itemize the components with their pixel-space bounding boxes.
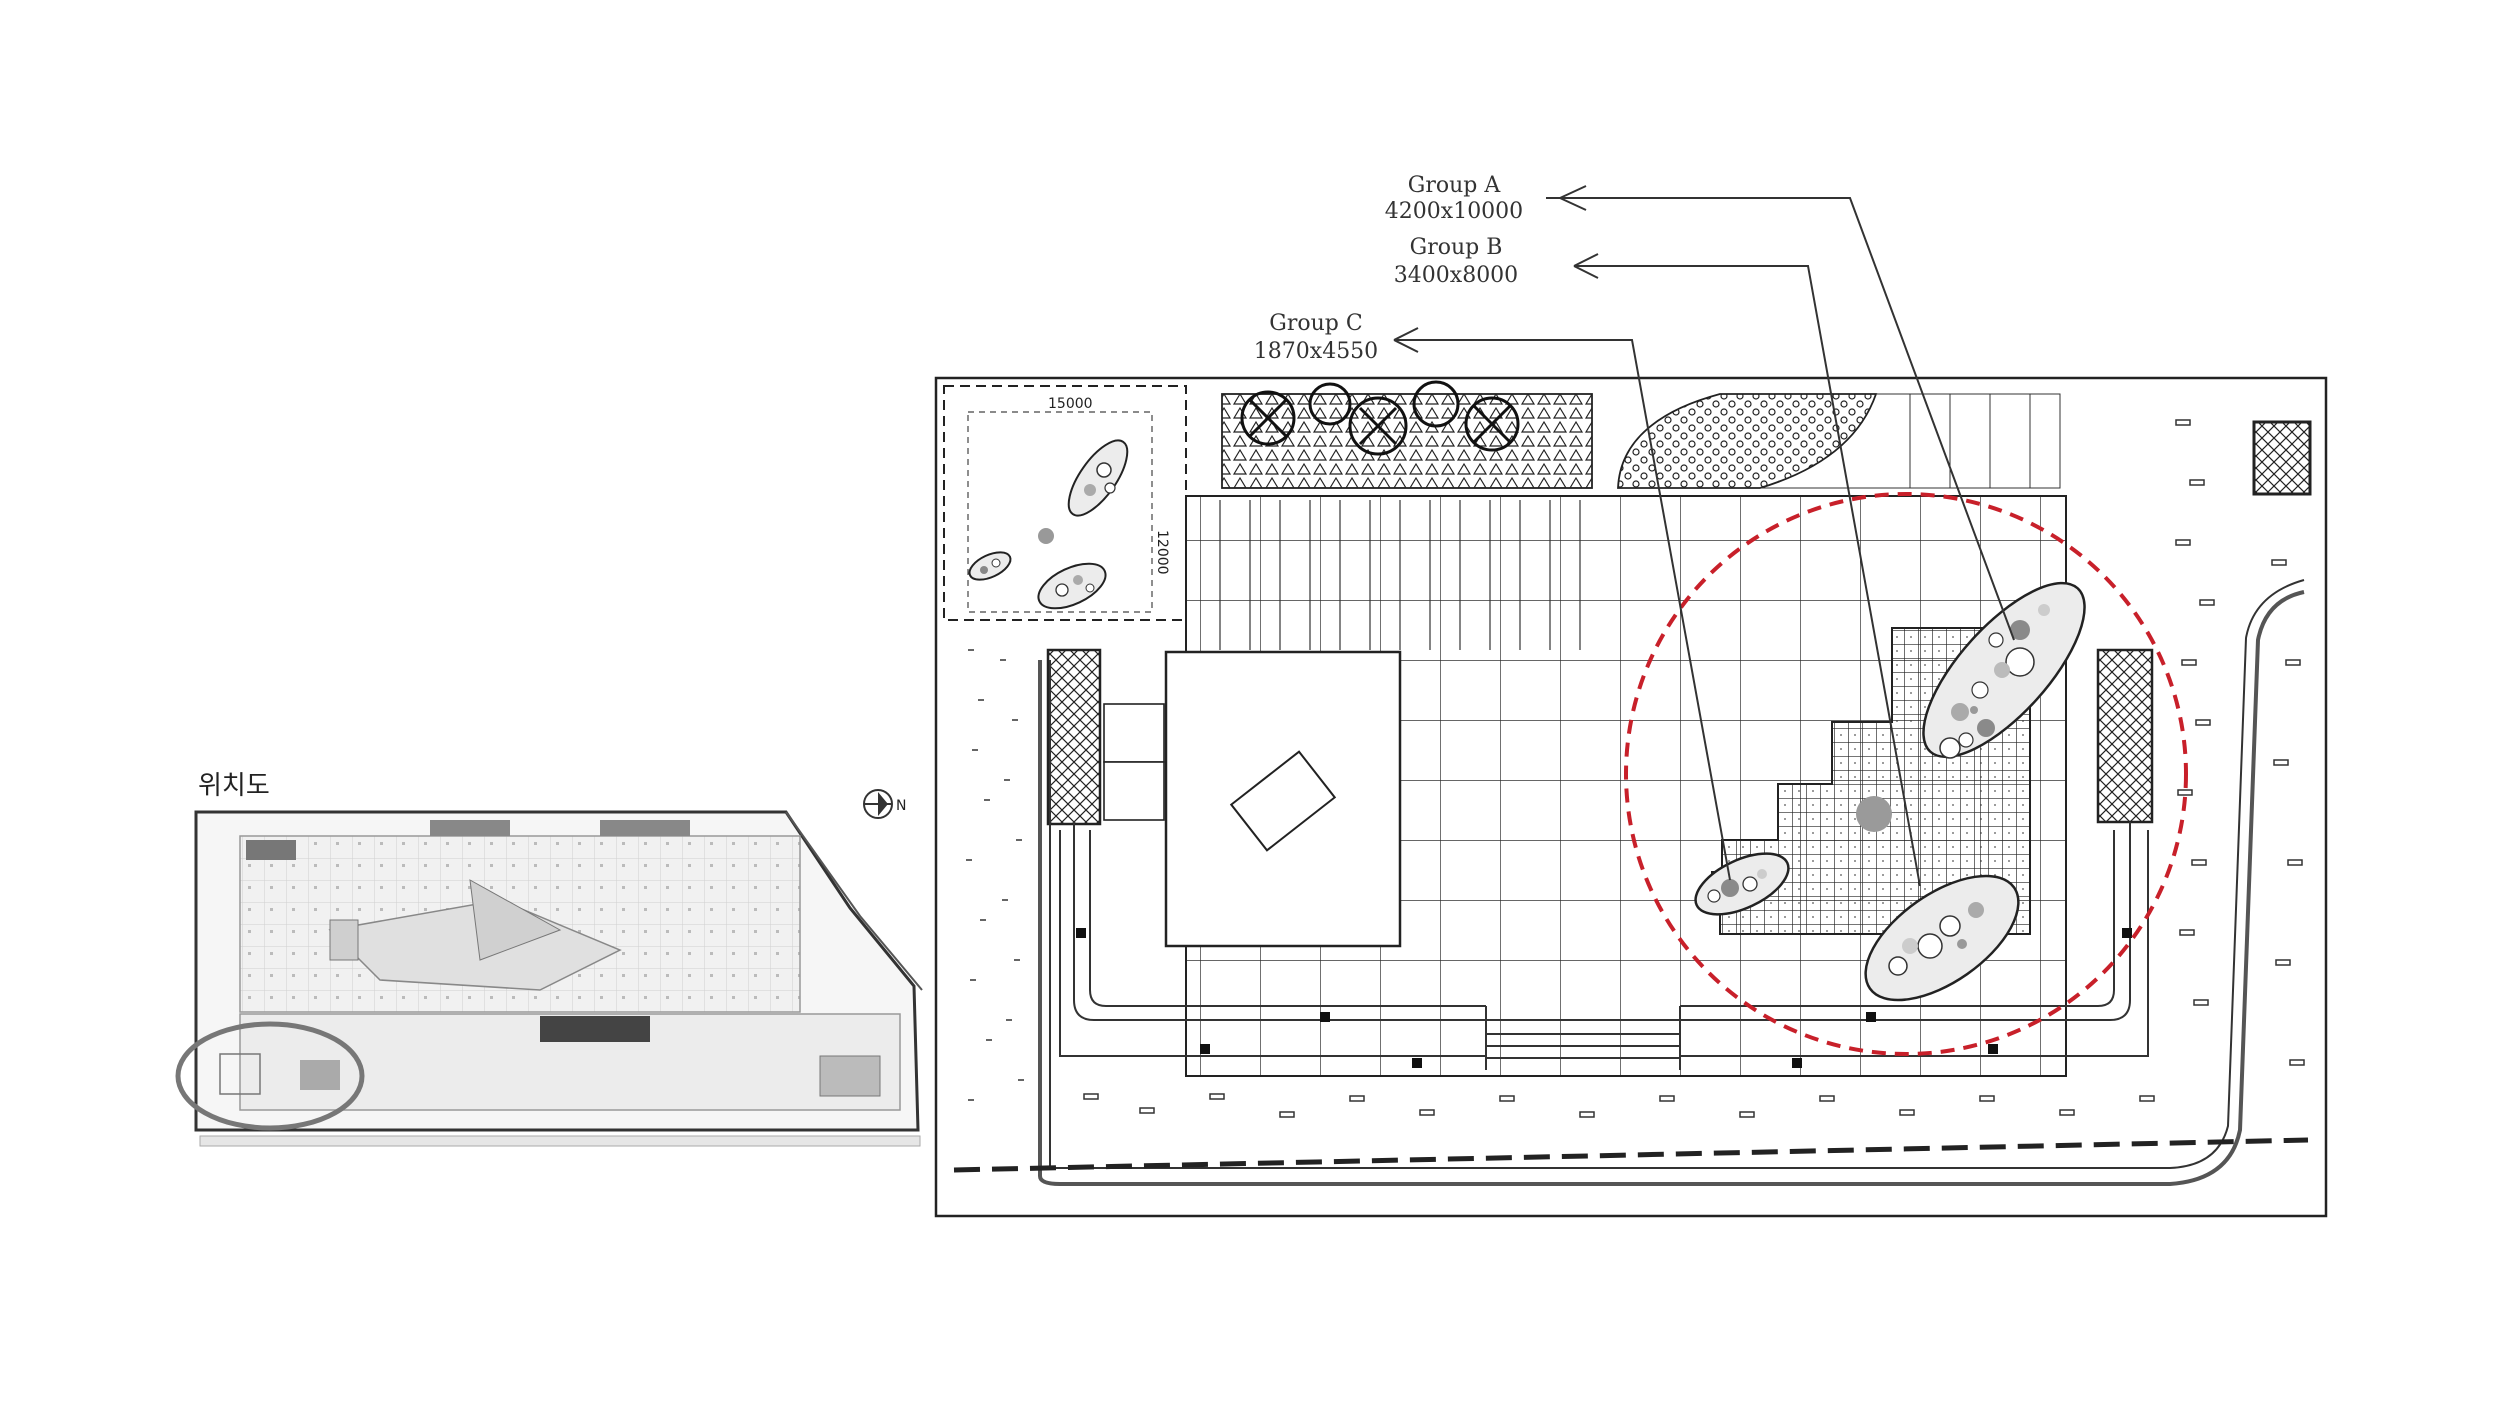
group-c-size: 1870x4550 [1254, 339, 1378, 364]
group-a-callout: Group A 4200x10000 [1385, 173, 1523, 224]
location-map: 위치도 N [175, 771, 923, 1147]
group-b-size: 3400x8000 [1394, 263, 1518, 288]
inset-width-dim: 15000 [1048, 396, 1093, 412]
main-plan: 15000 12000 [934, 376, 2328, 1218]
north-arrow-icon: N [863, 789, 906, 819]
tree-icon [1240, 380, 1520, 456]
group-c-callout: Group C 1870x4550 [1254, 311, 1378, 364]
group-c-name: Group C [1269, 311, 1362, 336]
inset-height-dim: 12000 [1154, 530, 1170, 575]
bollards [1076, 928, 2132, 1068]
planting-strip [1221, 380, 2061, 489]
location-highlight-ellipse [175, 1021, 365, 1131]
central-pavilion [1103, 650, 1402, 948]
plaza-curbs [1038, 579, 2305, 1186]
group-b-name: Group B [1410, 235, 1503, 260]
group-a-name: Group A [1408, 173, 1502, 198]
group-b-callout: Group B 3400x8000 [1394, 235, 1518, 288]
north-label: N [896, 798, 906, 814]
tree-group-a [1922, 581, 2086, 759]
highlight-circle [1624, 492, 2188, 1056]
paving-stripes [1219, 500, 1581, 650]
tree-group-b [1864, 874, 2020, 1002]
planter-right [2096, 648, 2154, 824]
feature-tree-icon [1856, 796, 1892, 832]
tree-group-c [1694, 852, 1790, 916]
gravel-texture [966, 419, 2305, 1118]
callout-leaders [1393, 185, 2015, 887]
corner-planter [2252, 420, 2312, 496]
group-a-size: 4200x10000 [1385, 199, 1523, 224]
location-map-title: 위치도 [198, 771, 270, 801]
site-plan [194, 810, 923, 1147]
planter-left [1046, 648, 1102, 826]
